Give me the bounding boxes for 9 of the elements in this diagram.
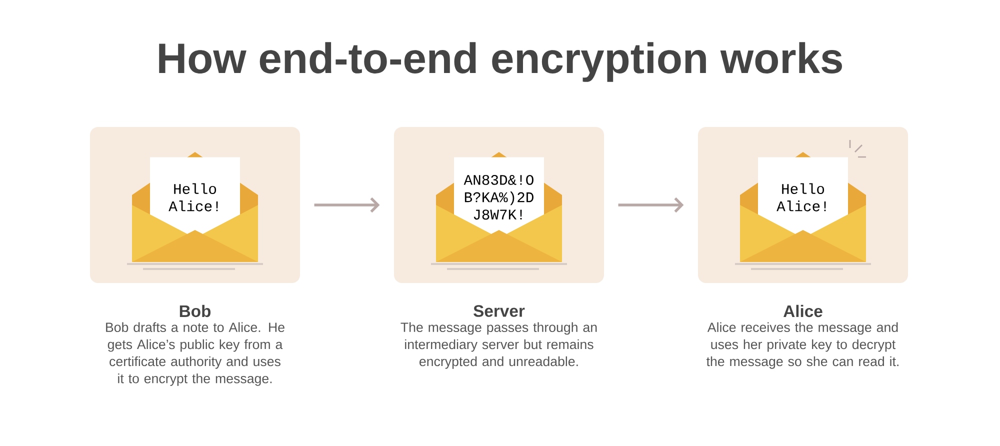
heading: Bob (180, 304, 211, 318)
description: The message passes through an intermediary server but remains encrypted and unreadable. (400, 322, 597, 369)
description: Alice receives the message and uses her private key to decrypt the message so she can read it. (706, 322, 898, 369)
arrow (618, 197, 684, 213)
heading: Server (474, 305, 525, 317)
title: How end-to-end encryption works (159, 42, 842, 82)
heading: Alice (784, 304, 822, 318)
arrow (314, 197, 380, 213)
description: Bob drafts a note to Alice. He gets Alice’s public key from a certificate authority and uses it to encrypt the message. (106, 322, 284, 386)
